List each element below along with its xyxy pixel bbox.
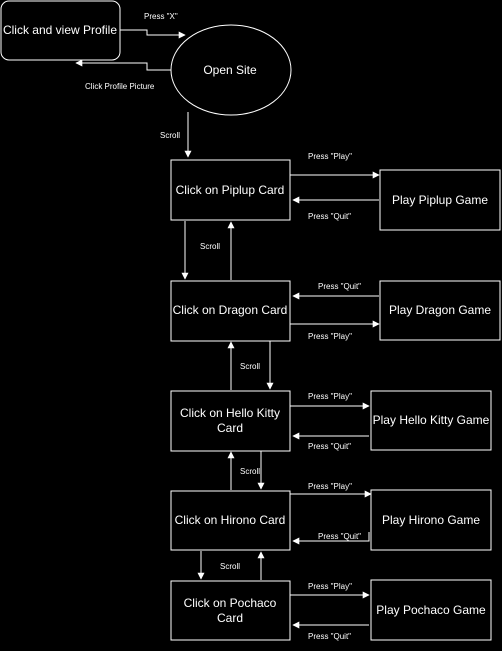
hirono-card-label: Click on Hirono Card bbox=[175, 513, 286, 527]
hellokitty-card-label-line2: Card bbox=[217, 421, 243, 435]
edge-label-press-x: Press "X" bbox=[144, 12, 178, 21]
piplup-game-node bbox=[379, 169, 501, 231]
pochaco-card-label-line2: Card bbox=[217, 611, 243, 625]
edge-label-click-profile-picture: Click Profile Picture bbox=[85, 82, 155, 91]
dragon-card-label: Click on Dragon Card bbox=[173, 303, 288, 317]
edge-label-hellokitty-play: Press "Play" bbox=[308, 392, 352, 401]
dragon-game-label: Play Dragon Game bbox=[389, 303, 491, 317]
edge-label-scroll-piplup: Scroll bbox=[200, 242, 220, 251]
profile-node bbox=[0, 0, 121, 61]
edge-label-piplup-quit: Press "Quit" bbox=[308, 212, 351, 221]
edge-label-dragon-quit: Press "Quit" bbox=[318, 282, 361, 291]
pochaco-card-label-line1: Click on Pochaco bbox=[184, 596, 277, 610]
edge-site-to-profile bbox=[75, 59, 171, 71]
pochaco-card-node bbox=[170, 580, 291, 641]
hirono-card-node bbox=[170, 490, 291, 551]
open-site-node bbox=[170, 24, 292, 116]
edge-label-hirono-quit: Press "Quit" bbox=[318, 532, 361, 541]
edge-label-scroll-site: Scroll bbox=[160, 131, 180, 140]
pochaco-game-label: Play Pochaco Game bbox=[376, 603, 486, 617]
piplup-card-label: Click on Piplup Card bbox=[176, 183, 285, 197]
pochaco-game-node bbox=[370, 579, 492, 641]
profile-label: Click and view Profile bbox=[3, 23, 117, 37]
hellokitty-card-node bbox=[170, 390, 291, 452]
edge-label-dragon-play: Press "Play" bbox=[308, 332, 352, 341]
edge-label-scroll-dragon: Scroll bbox=[240, 362, 260, 371]
hirono-game-label: Play Hirono Game bbox=[382, 513, 480, 527]
edge-label-scroll-hirono: Scroll bbox=[220, 562, 240, 571]
edge-profile-to-site bbox=[120, 29, 186, 39]
piplup-game-label: Play Piplup Game bbox=[392, 193, 488, 207]
edges bbox=[75, 29, 380, 629]
edge-label-piplup-play: Press "Play" bbox=[308, 152, 352, 161]
hellokitty-game-node bbox=[370, 390, 492, 451]
dragon-card-node bbox=[170, 280, 291, 342]
hellokitty-game-label: Play Hello Kitty Game bbox=[373, 413, 490, 427]
edge-label-hellokitty-quit: Press "Quit" bbox=[308, 442, 351, 451]
piplup-card-node bbox=[170, 159, 291, 221]
edge-label-hirono-play: Press "Play" bbox=[308, 482, 352, 491]
edge-label-pochaco-play: Press "Play" bbox=[308, 582, 352, 591]
edge-label-scroll-hellokitty: Scroll bbox=[240, 467, 260, 476]
open-site-label: Open Site bbox=[203, 63, 257, 77]
dragon-game-node bbox=[379, 280, 501, 341]
edge-label-pochaco-quit: Press "Quit" bbox=[308, 632, 351, 641]
hirono-game-node bbox=[370, 489, 492, 551]
hellokitty-card-label-line1: Click on Hello Kitty bbox=[180, 406, 280, 420]
edge-hirono-quit bbox=[292, 532, 370, 545]
